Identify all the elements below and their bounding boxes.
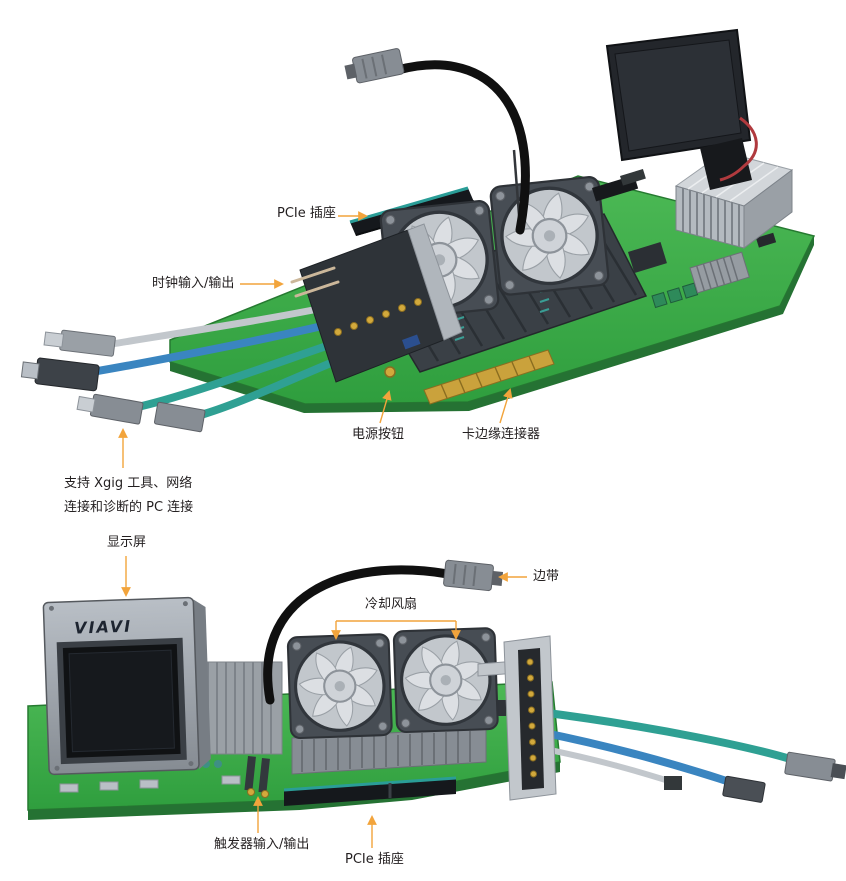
label-cooling-fans: 冷却风扇	[365, 597, 418, 612]
label-pc-connection-line2: 连接和诊断的 PC 连接	[64, 500, 194, 516]
usb-connector	[20, 357, 100, 392]
misc-components-top	[592, 168, 777, 309]
label-power-button: 电源按钮	[352, 427, 405, 442]
label-clock-io: 时钟输入/输出	[152, 276, 235, 291]
arrow-card-edge	[499, 388, 513, 424]
front-io-block	[299, 223, 463, 383]
card-edge-connector	[423, 349, 555, 405]
cooling-fan-bottom-right	[392, 626, 499, 734]
red-wire	[719, 116, 758, 182]
label-pc-connection-line1: 支持 Xgig 工具、网络	[64, 476, 193, 491]
cooling-fan-bottom-left	[286, 632, 393, 740]
cable-silver-right	[537, 745, 675, 785]
top-view-assembly	[20, 28, 816, 433]
viavi-logo: VIAVI	[74, 617, 133, 638]
label-card-edge-connector: 卡边缘连接器	[462, 427, 541, 442]
trigger-io-pins	[244, 756, 270, 798]
cable-tip-silver-right	[664, 776, 682, 790]
small-heatsink	[689, 251, 750, 294]
cable-teal-right	[536, 708, 810, 768]
gold-contacts	[334, 298, 422, 336]
clock-io-pins	[290, 266, 340, 298]
pcie-socket-bottom	[283, 776, 457, 806]
cable-connector-teal-2	[153, 401, 206, 433]
edge-bracket	[503, 635, 557, 801]
sideband-connector-bottom	[443, 559, 504, 592]
right-io-cables	[536, 708, 810, 790]
label-sideband: 边带	[533, 569, 560, 584]
cable-connector-teal-1	[76, 393, 144, 425]
cooling-fan-top-right	[488, 175, 611, 297]
sideband-cable-bottom	[263, 565, 453, 705]
cable-connector-teal-right	[784, 751, 846, 782]
label-trigger-io: 触发器输入/输出	[214, 837, 310, 852]
annotation-arrows	[118, 211, 527, 848]
label-pc-connection: 支持 Xgig 工具、网络 连接和诊断的 PC 连接	[64, 472, 193, 520]
power-button	[384, 366, 396, 378]
cable-connector-blue-right	[722, 775, 766, 803]
display-screen-assembly: VIAVI	[42, 596, 211, 776]
sideband-connector-top	[344, 48, 405, 84]
display-panel-back	[605, 28, 758, 190]
label-pcie-socket-bottom: PCIe 插座	[345, 852, 404, 867]
sideband-cable-top	[393, 60, 530, 235]
gold-contacts-bracket	[526, 658, 537, 778]
label-pcie-socket-top: PCIe 插座	[277, 206, 336, 221]
label-display: 显示屏	[107, 535, 147, 550]
arrow-power-button	[379, 390, 392, 424]
cable-connector-silver	[43, 329, 116, 357]
bottom-view-assembly: VIAVI	[27, 559, 846, 820]
